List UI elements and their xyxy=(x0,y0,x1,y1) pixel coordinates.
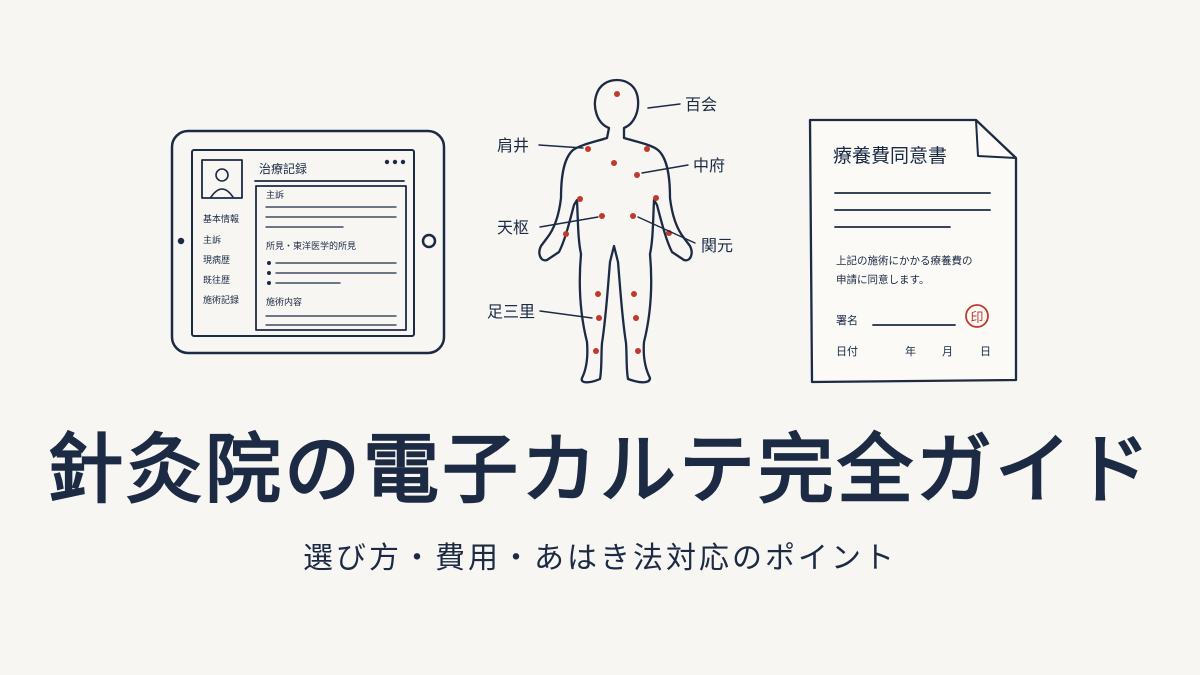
acupoint-labels: 百会 肩井 中府 天枢 関元 足三里 xyxy=(487,95,733,321)
label-tianshu: 天枢 xyxy=(497,218,529,237)
leader-lines xyxy=(538,103,696,319)
tablet-header: 治療記録 xyxy=(259,161,307,176)
form-body-line1: 上記の施術にかかる療養費の xyxy=(836,254,973,267)
form-page xyxy=(808,118,1018,384)
avatar-body-icon xyxy=(210,188,234,198)
form-folded-corner xyxy=(975,119,1017,159)
avatar-head-icon xyxy=(215,168,229,182)
tablet-home-button xyxy=(421,233,437,249)
consent-form: 印 療養費同意書 上記の施術にかかる療養費の 申請に同意します。 署名 日付 年… xyxy=(808,118,1018,384)
form-text: 療養費同意書 上記の施術にかかる療養費の 申請に同意します。 署名 日付 年 月… xyxy=(833,145,991,358)
illustration-row: 治療記録 基本情報 主訴 現病歴 既往歴 施術記録 主訴 所見・東洋医学的所見 … xyxy=(170,78,1018,384)
subtitle: 選び方・費用・あはき法対応のポイント xyxy=(303,541,897,576)
acupoint-dots xyxy=(563,91,672,354)
label-zusanli: 足三里 xyxy=(487,302,535,321)
signature-label: 署名 xyxy=(836,313,858,327)
acupoint-tianshu[interactable] xyxy=(599,213,605,219)
label-baihui: 百会 xyxy=(685,95,717,114)
acupoint-jianjing[interactable] xyxy=(585,146,591,152)
tablet-text: 治療記録 基本情報 主訴 現病歴 既往歴 施術記録 主訴 所見・東洋医学的所見 … xyxy=(203,161,356,308)
form-title: 療養費同意書 xyxy=(833,145,947,167)
record-panel xyxy=(255,185,407,331)
tablet-frame xyxy=(170,129,446,355)
date-label: 日付 xyxy=(836,345,858,358)
menu-item-present-illness[interactable]: 現病歴 xyxy=(203,254,230,266)
body-chart: 百会 肩井 中府 天枢 関元 足三里 xyxy=(487,78,733,384)
label-guanyuan: 関元 xyxy=(701,236,733,255)
seal-text: 印 xyxy=(970,311,983,326)
tablet-screen xyxy=(191,149,415,337)
bullet-icon xyxy=(267,261,271,265)
acupoint-guanyuan[interactable] xyxy=(630,213,636,219)
acupoint-baihui[interactable] xyxy=(614,91,620,97)
form-lines xyxy=(834,192,991,326)
menu-item-past-history[interactable]: 既往歴 xyxy=(203,274,230,286)
avatar xyxy=(201,159,243,199)
main-title: 針灸院の電子カルテ完全ガイド xyxy=(47,425,1153,514)
tablet-illustration xyxy=(170,129,446,355)
menu-item-treatment[interactable]: 施術記録 xyxy=(203,294,239,306)
seal-icon xyxy=(965,304,989,328)
menu-item-basic[interactable]: 基本情報 xyxy=(203,213,239,225)
section-treatment: 施術内容 xyxy=(266,296,302,308)
acupoint-zhongfu[interactable] xyxy=(634,172,640,178)
date-day: 日 xyxy=(980,345,991,358)
date-year: 年 xyxy=(905,344,916,358)
section-findings: 所見・東洋医学的所見 xyxy=(266,240,356,252)
section-complaint: 主訴 xyxy=(266,189,284,201)
form-body-line2: 申請に同意します。 xyxy=(836,273,929,286)
acupoint-zusanli[interactable] xyxy=(596,315,602,321)
human-figure-outline xyxy=(538,78,693,384)
more-icon[interactable] xyxy=(384,159,390,165)
menu-item-complaint[interactable]: 主訴 xyxy=(203,234,221,246)
tablet-camera xyxy=(177,237,185,245)
label-zhongfu: 中府 xyxy=(693,156,725,175)
acupoint-jianjing-right[interactable] xyxy=(644,146,650,152)
tablet-dots xyxy=(267,159,406,285)
date-month: 月 xyxy=(942,345,953,358)
label-jianjing: 肩井 xyxy=(497,136,529,155)
